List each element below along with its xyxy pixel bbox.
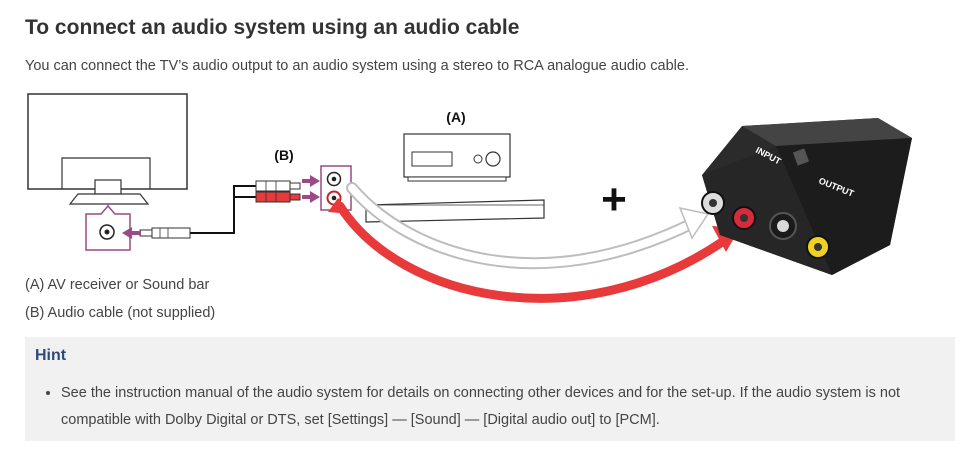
legend-item-a: (A) AV receiver or Sound bar [25, 277, 210, 293]
hint-item: See the instruction manual of the audio … [61, 380, 971, 434]
legend-item-b: (B) Audio cable (not supplied) [25, 305, 216, 321]
plus-sign: + [601, 175, 627, 224]
hint-box: Hint See the instruction manual of the a… [25, 337, 955, 441]
audio-cable [122, 175, 320, 239]
connection-diagram: (B) (A) + INPUT [27, 93, 912, 303]
label-a: (A) [446, 109, 465, 125]
white-arrow-icon [346, 182, 710, 270]
scart-adapter-illustration: INPUT OUTPUT [701, 118, 912, 275]
sound-bar-illustration [365, 199, 545, 223]
av-receiver-illustration [403, 133, 511, 182]
label-b: (B) [274, 147, 293, 163]
hint-title: Hint [35, 347, 67, 364]
intro-text: You can connect the TV’s audio output to… [25, 58, 689, 74]
tv-illustration [27, 93, 188, 214]
tv-audio-jack [85, 204, 131, 251]
page-title: To connect an audio system using an audi… [25, 16, 520, 39]
hint-list: See the instruction manual of the audio … [35, 380, 971, 434]
